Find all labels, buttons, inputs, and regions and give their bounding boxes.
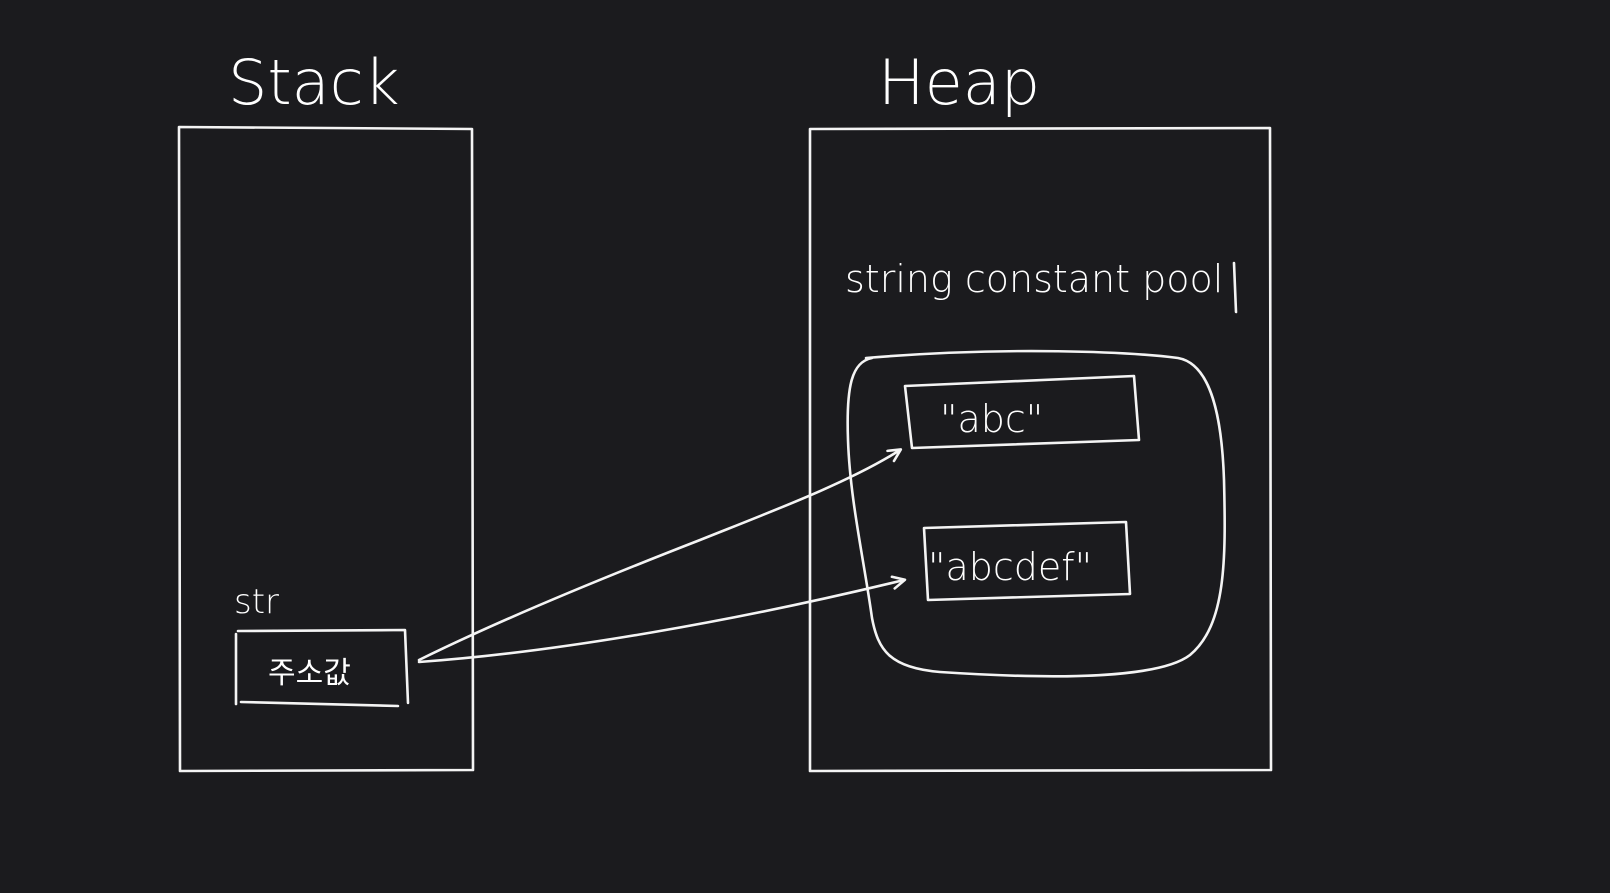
literal-abc: "abc" <box>940 397 1043 441</box>
literal-box-abc <box>903 374 1141 450</box>
variable-slot <box>234 628 410 708</box>
heap-frame <box>808 126 1273 773</box>
reference-arrow-to-abc <box>417 448 903 662</box>
variable-value: 주소값 <box>268 656 351 691</box>
reference-arrow-to-abcdef <box>417 575 907 664</box>
pool-label: string constant pool <box>845 257 1223 301</box>
heap-title: Heap <box>878 46 1040 119</box>
stack-title: Stack <box>228 46 400 119</box>
literal-box-abcdef <box>922 520 1132 602</box>
pool-label-bar <box>1232 261 1238 314</box>
variable-name: str <box>234 582 279 622</box>
string-constant-pool-region <box>846 349 1226 678</box>
stack-frame <box>177 125 475 773</box>
literal-abcdef: "abcdef" <box>928 545 1092 589</box>
